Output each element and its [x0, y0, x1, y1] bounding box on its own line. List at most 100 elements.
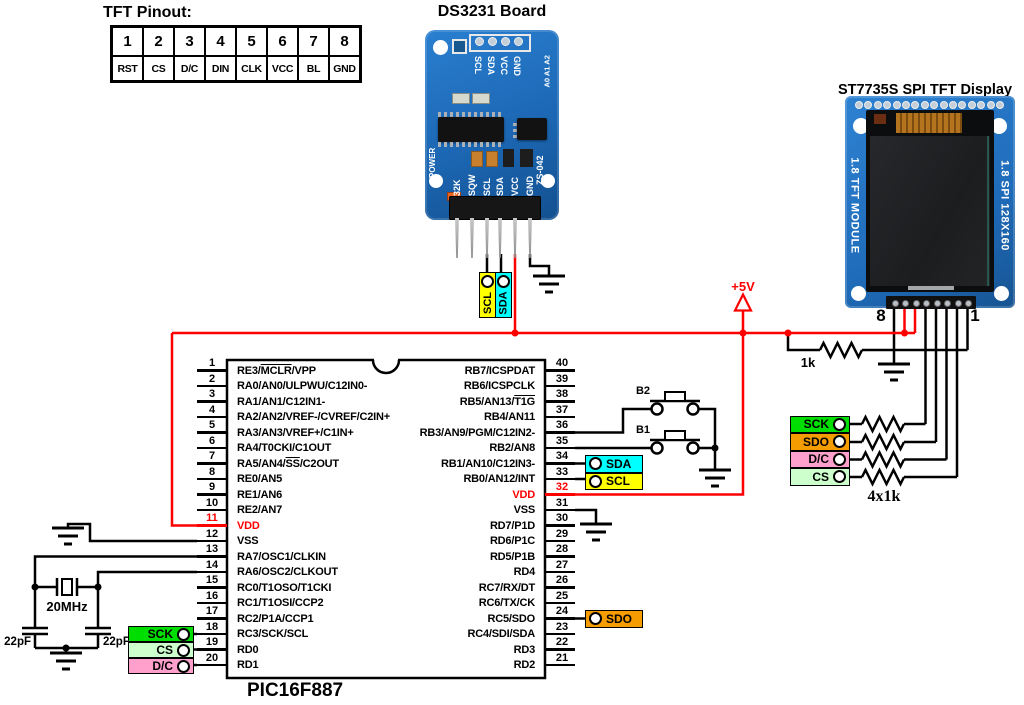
- net-label-sda-mcu: SDA: [585, 455, 643, 473]
- mcu-pin-stub: [545, 431, 575, 434]
- resistor-smd: [452, 93, 470, 104]
- connector-circle: [833, 470, 846, 484]
- header-pad: [933, 299, 941, 307]
- header-hole: [920, 101, 929, 109]
- mcu-pin-stub: [197, 400, 227, 403]
- mcu-pin-number: 37: [555, 403, 569, 416]
- tft-pinout-signal: DIN: [205, 56, 236, 81]
- net-label-sck-display: SCK: [790, 415, 850, 433]
- signal-wires: [22, 254, 969, 667]
- mcu-notch: [371, 359, 401, 375]
- mcu-pin-stub: [197, 477, 227, 481]
- connector-circle: [177, 643, 190, 657]
- header-pin: [470, 218, 474, 258]
- header-pin: [513, 218, 517, 258]
- mounting-hole: [994, 286, 1009, 301]
- mcu-pin-number: 39: [555, 372, 569, 385]
- mcu-pin-stub: [545, 648, 575, 651]
- mcu-pin-number: 10: [205, 496, 219, 509]
- tft-pinout-signal: BL: [298, 56, 329, 81]
- capacitor-smd: [486, 151, 498, 167]
- bottom-pin-label: SDA: [495, 176, 505, 196]
- pushbutton-b1[interactable]: [650, 430, 700, 455]
- ds3231-title: DS3231 Board: [437, 3, 547, 20]
- silk-right: 1.8 SPI 128X160: [998, 160, 1011, 251]
- mcu-pin-name: RD0: [237, 643, 259, 656]
- lcd-glass: [870, 136, 990, 286]
- mcu-pin-name: RC1/T1OSI/CCP2: [237, 597, 324, 609]
- tft-pinout-number: 8: [329, 27, 360, 56]
- bottom-pin-label: SQW: [467, 174, 477, 197]
- top-pin-label: SCL: [473, 56, 483, 74]
- header-pad: [944, 299, 951, 307]
- bottom-pin-label: 32K: [452, 179, 462, 196]
- mcu-pin-number: 15: [205, 574, 219, 586]
- mcu-pin-name: RE0/AN5: [237, 473, 283, 485]
- mcu-pin-name: RD3: [513, 643, 536, 656]
- net-label-scl-ds3231: SCL: [479, 272, 496, 318]
- pushbutton-b2[interactable]: [650, 391, 700, 416]
- header-hole: [911, 101, 920, 109]
- mcu-pin-name: RD2: [513, 659, 536, 671]
- mcu-pin-stub: [197, 632, 227, 636]
- display-pin8-label: 8: [876, 306, 886, 325]
- tft-pinout-signal: D/C: [174, 56, 205, 81]
- mcu-pin-stub: [197, 586, 227, 589]
- mcu-pin-stub: [545, 446, 575, 450]
- net-label-sdo-display: SDO: [790, 433, 850, 451]
- mcu-pin-name: RD6/P1C: [489, 535, 535, 547]
- mcu-pin-name: RC5/SDO: [487, 612, 536, 625]
- connector-circle: [589, 474, 602, 488]
- mounting-hole: [433, 40, 448, 55]
- tft-pinout-signal: GND: [329, 56, 360, 81]
- plus5v-arrow: [733, 292, 753, 312]
- st7735s-display-board: 1.8 TFT MODULE 1.8 SPI 128X160: [845, 96, 1015, 313]
- mcu-pin-number: 18: [205, 620, 219, 633]
- plus5v-label: +5V: [731, 279, 755, 294]
- mcu-pin-stub: [545, 369, 575, 372]
- mcu-pin-number: 4: [208, 403, 216, 416]
- mcu-pin-stub: [197, 524, 227, 527]
- mcu-pin-number: 19: [205, 636, 219, 648]
- mcu-pin-stub: [545, 493, 575, 496]
- mcu-pin-number: 17: [205, 605, 219, 617]
- mcu-pin-number: 29: [555, 527, 569, 540]
- mcu-pin-stub: [545, 663, 575, 667]
- header-pin: [528, 218, 532, 258]
- header-hole: [930, 101, 939, 109]
- mcu-pin-number: 13: [205, 543, 219, 555]
- mcu-pin-number: 7: [208, 450, 216, 462]
- header-hole: [977, 101, 986, 109]
- header-pad: [965, 299, 972, 307]
- net-label-dc-mcu: D/C: [128, 658, 194, 674]
- tft-pinout-signal: VCC: [267, 56, 298, 81]
- capacitor-smd: [471, 151, 483, 167]
- tft-pinout-number: 1: [112, 27, 143, 56]
- mcu-pin-name: RA7/OSC1/CLKIN: [237, 550, 326, 563]
- mcu-pin-stub: [197, 415, 227, 419]
- mcu-pin-number: 36: [555, 419, 569, 431]
- resistor-smd: [472, 93, 490, 104]
- mcu-pin-number: 6: [208, 434, 216, 447]
- tft-pinout-number: 7: [298, 27, 329, 56]
- silk-address: A0 A1 A2: [542, 55, 552, 88]
- bottom-pin-label: VCC: [510, 176, 520, 196]
- header-pin: [498, 218, 502, 258]
- mcu-pin-stub: [545, 617, 575, 620]
- mcu-pin-stub: [197, 539, 227, 543]
- mcu-pin-stub: [197, 648, 227, 651]
- tft-display-title: ST7735S SPI TFT Display: [837, 82, 1013, 98]
- mcu-pin-name: RA2/AN2/VREF-/CVREF/C2IN+: [237, 411, 391, 423]
- mcu-pin-name: RD1: [237, 659, 259, 671]
- mcu-pin-number: 34: [555, 450, 569, 462]
- mcu-pin-stub: [197, 555, 227, 558]
- crystal-symbol: [61, 578, 73, 596]
- tft-pinout-number: 3: [174, 27, 205, 56]
- mcu-pin-number: 35: [555, 434, 569, 447]
- lcd-edge: [987, 136, 989, 286]
- mcu-pin-name: RB7/ICSPDAT: [464, 364, 536, 377]
- top-pin-label: GND: [512, 56, 522, 76]
- resistor-array-label: 4x1k: [867, 488, 901, 505]
- net-label-dc-display: D/C: [790, 450, 850, 468]
- top-pin-label: VCC: [499, 56, 509, 76]
